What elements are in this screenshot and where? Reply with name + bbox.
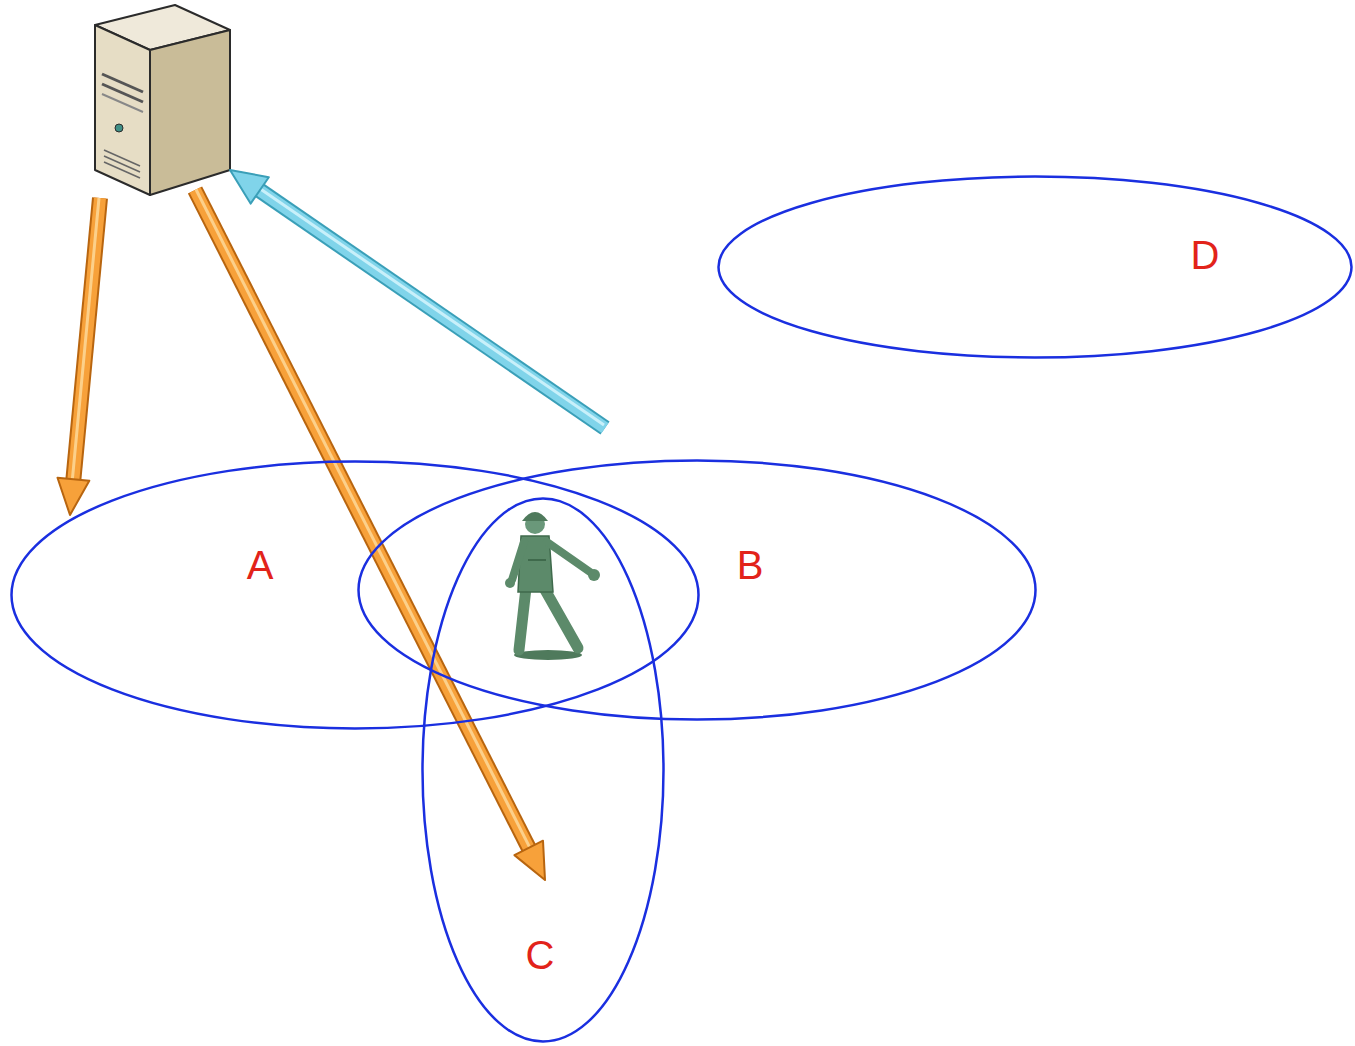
uplink-arrow bbox=[230, 170, 605, 428]
region-label: B bbox=[737, 545, 764, 585]
ellipse-outline bbox=[717, 175, 1353, 359]
ellipse-outline bbox=[423, 499, 664, 1042]
region-label: A bbox=[247, 545, 274, 585]
region-ellipse: B bbox=[357, 459, 1037, 721]
region-label: D bbox=[1191, 235, 1220, 275]
downlink-arrow bbox=[58, 198, 101, 515]
region-ellipse: A bbox=[10, 460, 700, 730]
ellipse-outline bbox=[10, 460, 700, 730]
region-label: C bbox=[526, 935, 555, 975]
ellipse-outline bbox=[359, 461, 1036, 720]
ellipse-outline bbox=[12, 462, 699, 729]
ellipse-outline bbox=[357, 459, 1037, 721]
ellipse-outline bbox=[719, 177, 1352, 358]
downlink-arrow bbox=[195, 190, 545, 881]
soldier-figure bbox=[505, 512, 600, 660]
server-icon bbox=[95, 5, 230, 195]
region-ellipse: C bbox=[421, 497, 665, 1043]
region-ellipse: D bbox=[717, 175, 1353, 359]
